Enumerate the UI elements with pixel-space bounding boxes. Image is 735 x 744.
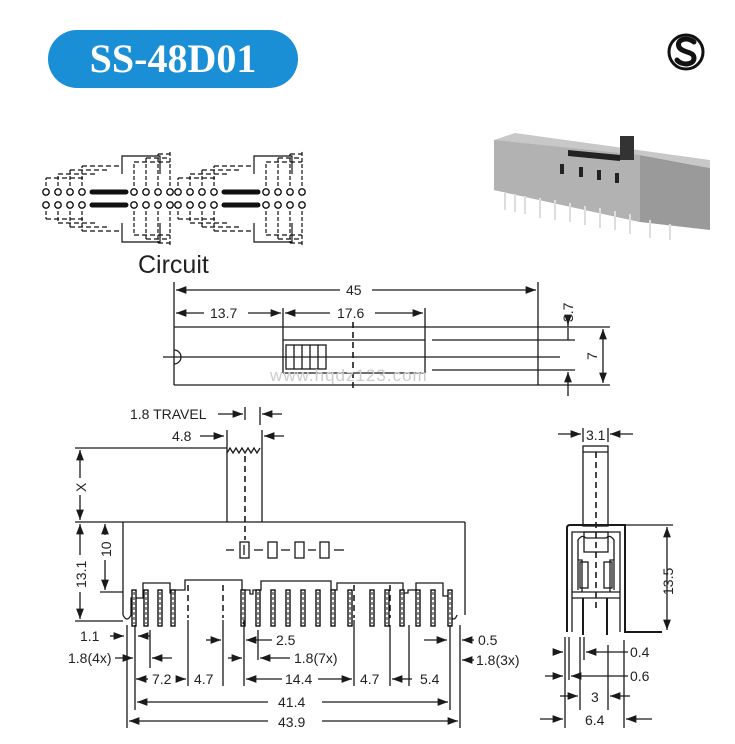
- contact-terminal: [166, 201, 174, 209]
- contact-terminal: [142, 188, 150, 196]
- dim-inner-height: 10: [98, 541, 114, 557]
- dim-actuator-height: X: [73, 482, 89, 492]
- contact-terminal: [210, 201, 218, 209]
- watermark: www.hqdz123.com: [269, 366, 428, 385]
- contact-terminal: [286, 201, 294, 209]
- circuit-label: Circuit: [138, 251, 209, 279]
- side-view: 3.1 13.5 0.4 0.6 3 6.4: [540, 427, 676, 728]
- dim-height: 7: [584, 352, 600, 360]
- contact-terminal: [198, 188, 206, 196]
- dim-pitch: 3: [591, 689, 599, 705]
- dim-43-9: 43.9: [278, 714, 305, 730]
- contact-terminal: [198, 201, 206, 209]
- contact-terminal: [298, 188, 306, 196]
- dim-5-4: 5.4: [420, 671, 440, 687]
- circuit-frame: [253, 155, 293, 174]
- contact-terminal: [286, 188, 294, 196]
- dim-14-4: 14.4: [285, 671, 312, 687]
- dim-height-small: 3.7: [560, 302, 576, 322]
- contact-terminal: [154, 188, 162, 196]
- top-view: 45 13.7 17.6 www.hqdz123.com 3.7 7: [163, 282, 610, 396]
- dim-1-8-4x: 1.8(4x): [68, 650, 112, 666]
- dim-7-2: 7.2: [152, 671, 172, 687]
- contact-terminal: [154, 201, 162, 209]
- model-title-badge: SS-48D01: [48, 30, 298, 88]
- contact-terminal: [298, 201, 306, 209]
- contact-terminal: [78, 201, 86, 209]
- dim-0-5: 0.5: [478, 632, 498, 648]
- circuit-diagram: [42, 150, 306, 247]
- dim-width: 6.4: [585, 712, 605, 728]
- dim-overall-length: 45: [346, 282, 362, 298]
- contact-terminal: [166, 188, 174, 196]
- dim-offset: 13.7: [210, 305, 237, 321]
- dim-4-7-b: 4.7: [360, 671, 380, 687]
- contact-terminal: [186, 188, 194, 196]
- dim-1-8-7x: 1.8(7x): [294, 650, 338, 666]
- dim-travel: 1.8 TRAVEL: [130, 406, 207, 422]
- circuit-frame: [121, 223, 161, 243]
- dim-pin: 0.4: [630, 644, 650, 660]
- circuit-frame: [121, 155, 161, 174]
- dim-41-4: 41.4: [278, 694, 305, 710]
- contact-terminal: [78, 188, 86, 196]
- dim-leg: 0.6: [630, 668, 650, 684]
- dim-actuator-width: 4.8: [172, 428, 192, 444]
- contact-terminal: [262, 188, 270, 196]
- contact-terminal: [130, 201, 138, 209]
- dim-side-actuator-width: 3.1: [586, 427, 606, 443]
- contact-terminal: [66, 188, 74, 196]
- product-photo: [494, 133, 710, 240]
- contact-terminal: [54, 201, 62, 209]
- contact-terminal: [210, 188, 218, 196]
- dim-body-height: 13.1: [73, 561, 89, 588]
- contact-terminal: [42, 188, 50, 196]
- contact-terminal: [174, 201, 182, 209]
- dim-side-height: 13.5: [660, 568, 676, 595]
- contact-terminal: [274, 188, 282, 196]
- contact-terminal: [274, 201, 282, 209]
- contact-terminal: [186, 201, 194, 209]
- brand-logo-icon: [667, 33, 705, 71]
- contact-terminal: [262, 201, 270, 209]
- contact-terminal: [142, 201, 150, 209]
- dim-1-1: 1.1: [80, 628, 100, 644]
- circuit-frame: [253, 223, 293, 243]
- contact-terminal: [54, 188, 62, 196]
- contact-terminal: [66, 201, 74, 209]
- dim-2-5: 2.5: [276, 632, 296, 648]
- dim-4-7-a: 4.7: [194, 671, 214, 687]
- contact-terminal: [42, 201, 50, 209]
- dim-slot: 17.6: [337, 305, 364, 321]
- contact-terminal: [130, 188, 138, 196]
- dim-1-8-3x: 1.8(3x): [476, 652, 520, 668]
- front-view: 1.8 TRAVEL 4.8 X 13.1 10: [68, 406, 520, 730]
- contact-terminal: [174, 188, 182, 196]
